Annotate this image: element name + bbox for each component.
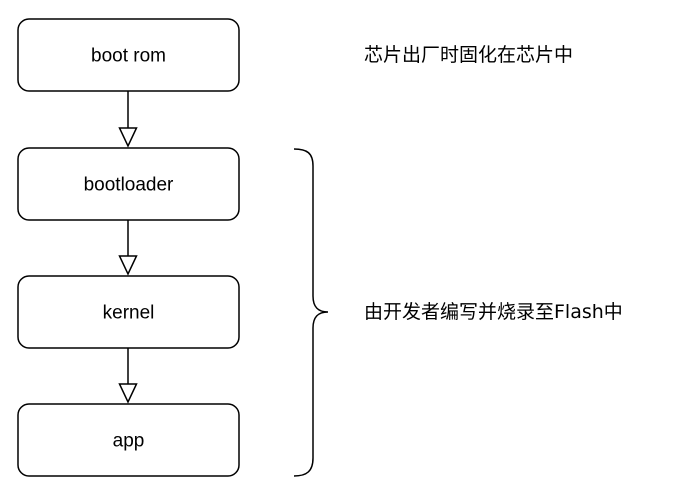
node-label-kernel: kernel (103, 303, 155, 324)
boot-rom-note: 芯片出厂时固化在芯片中 (364, 44, 573, 66)
edge-boot-rom-to-bootloader (118, 91, 138, 148)
edge-bootloader-to-kernel (118, 220, 138, 276)
edge-kernel-to-app (118, 348, 138, 404)
bracket-note: 由开发者编写并烧录至Flash中 (364, 301, 623, 323)
node-boot-rom[interactable]: boot rom (17, 18, 240, 92)
node-label-app: app (113, 431, 145, 452)
node-kernel[interactable]: kernel (17, 275, 240, 349)
curly-brace (293, 148, 329, 477)
node-app[interactable]: app (17, 403, 240, 477)
node-bootloader[interactable]: bootloader (17, 147, 240, 221)
node-label-boot-rom: boot rom (91, 46, 166, 67)
node-label-bootloader: bootloader (84, 175, 174, 196)
